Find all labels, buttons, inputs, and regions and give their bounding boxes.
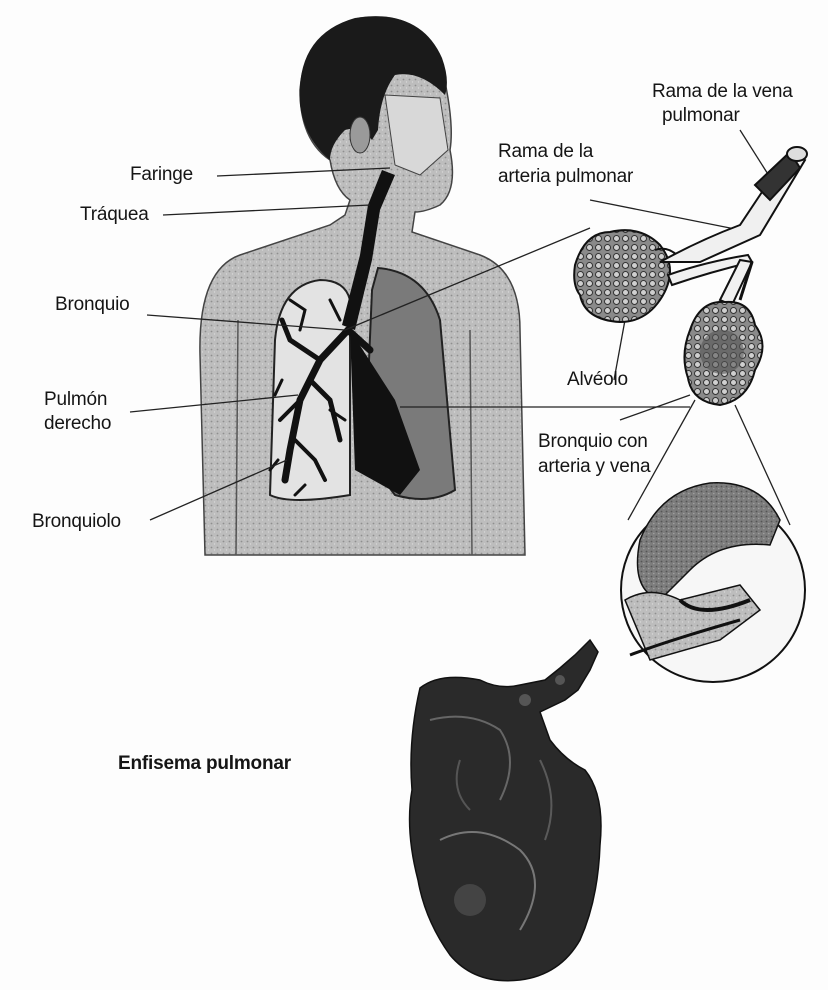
- label-rama-arteria-line1: Rama de la: [498, 140, 593, 163]
- label-rama-vena-line2: pulmonar: [662, 104, 740, 127]
- label-traquea: Tráquea: [80, 203, 149, 226]
- label-faringe: Faringe: [130, 163, 193, 186]
- label-bronquio-arteria-vena-line2: arteria y vena: [538, 455, 650, 478]
- label-alveolo: Alvéolo: [567, 368, 628, 391]
- label-bronquio-arteria-vena-line1: Bronquio con: [538, 430, 648, 453]
- label-pulmon-derecho-line2: derecho: [44, 412, 111, 435]
- alveoli-cluster: [574, 230, 680, 322]
- emphysema-specimen: [410, 640, 601, 981]
- magnified-alveolus: [621, 483, 805, 682]
- bronchiole-alveoli: [684, 302, 762, 405]
- pulmonary-vessels: [660, 147, 807, 305]
- label-bronquiolo: Bronquiolo: [32, 510, 121, 533]
- label-enfisema-pulmonar: Enfisema pulmonar: [118, 752, 291, 775]
- label-bronquio: Bronquio: [55, 293, 129, 316]
- label-rama-arteria-line2: arteria pulmonar: [498, 165, 633, 188]
- label-rama-vena-line1: Rama de la vena: [652, 80, 793, 103]
- label-pulmon-derecho-line1: Pulmón: [44, 388, 107, 411]
